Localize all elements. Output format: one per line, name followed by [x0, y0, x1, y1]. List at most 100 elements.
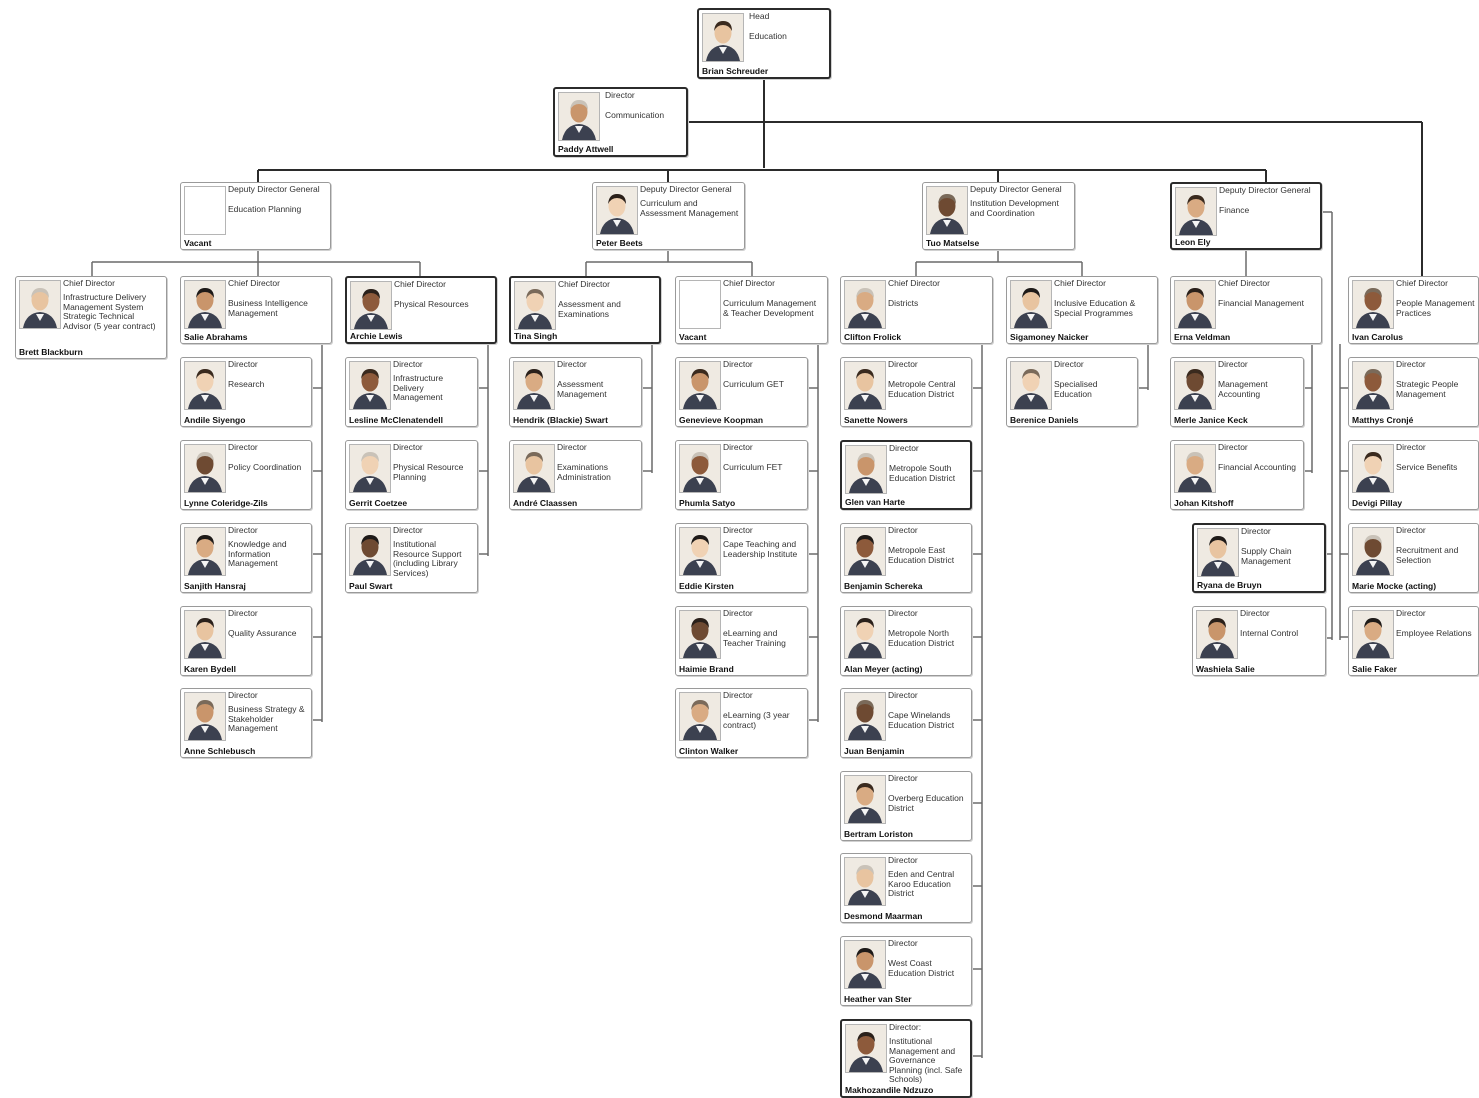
unit-name: Internal Control — [1240, 628, 1299, 638]
person-photo — [844, 857, 886, 906]
person-photo — [558, 92, 600, 141]
unit-name: Physical Resources — [394, 299, 469, 309]
unit-name: Financial Accounting — [1218, 462, 1296, 472]
person-photo — [514, 281, 556, 330]
person-photo — [184, 280, 226, 329]
person-name: Genevieve Koopman — [679, 415, 764, 425]
vacant-photo-placeholder — [679, 280, 721, 329]
person-photo — [1352, 527, 1394, 576]
person-photo — [1352, 280, 1394, 329]
unit-name: Inclusive Education & Special Programmes — [1054, 298, 1136, 318]
person-photo — [844, 775, 886, 824]
position-title: Chief Director — [228, 278, 280, 288]
person-name: Tuo Matselse — [926, 238, 980, 248]
person-photo — [679, 610, 721, 659]
person-name: Karen Bydell — [184, 664, 236, 674]
position-title: Director: — [889, 1022, 922, 1032]
position-title: Director — [1396, 359, 1426, 369]
unit-name: Strategic People Management — [1396, 379, 1459, 399]
person-name: Brett Blackburn — [19, 347, 83, 357]
position-title: Director — [228, 442, 258, 452]
person-name: Paul Swart — [349, 581, 393, 591]
person-name: Vacant — [679, 332, 707, 342]
person-name: Gerrit Coetzee — [349, 498, 408, 508]
unit-name: Institutional Resource Support (includin… — [393, 539, 462, 578]
org-card-d-instmgmt[interactable]: Director:Institutional Management and Go… — [840, 1019, 972, 1098]
person-photo — [844, 527, 886, 576]
position-title: Director — [1396, 608, 1426, 618]
unit-name: Infrastructure Delivery Management Syste… — [63, 292, 156, 331]
person-photo — [349, 361, 391, 410]
position-title: Director — [1396, 442, 1426, 452]
person-name: Washiela Salie — [1196, 664, 1255, 674]
position-title: Director — [723, 525, 753, 535]
person-name: Devigi Pillay — [1352, 498, 1403, 508]
unit-name: Financial Management — [1218, 298, 1304, 308]
person-name: Haimie Brand — [679, 664, 734, 674]
position-title: Director — [1218, 442, 1248, 452]
unit-name: Education — [749, 31, 787, 41]
person-photo — [184, 610, 226, 659]
person-name: Vacant — [184, 238, 212, 248]
unit-name: Overberg Education District — [888, 793, 964, 813]
unit-name: Examinations Administration — [557, 462, 611, 482]
unit-name: Business Intelligence Management — [228, 298, 308, 318]
unit-name: Assessment and Examinations — [558, 299, 621, 319]
unit-name: Curriculum FET — [723, 462, 783, 472]
person-name: Ivan Carolus — [1352, 332, 1404, 342]
person-name: André Claassen — [513, 498, 578, 508]
person-name: Brian Schreuder — [702, 66, 769, 76]
position-title: Director — [888, 938, 918, 948]
unit-name: Curriculum GET — [723, 379, 784, 389]
person-photo — [1174, 444, 1216, 493]
